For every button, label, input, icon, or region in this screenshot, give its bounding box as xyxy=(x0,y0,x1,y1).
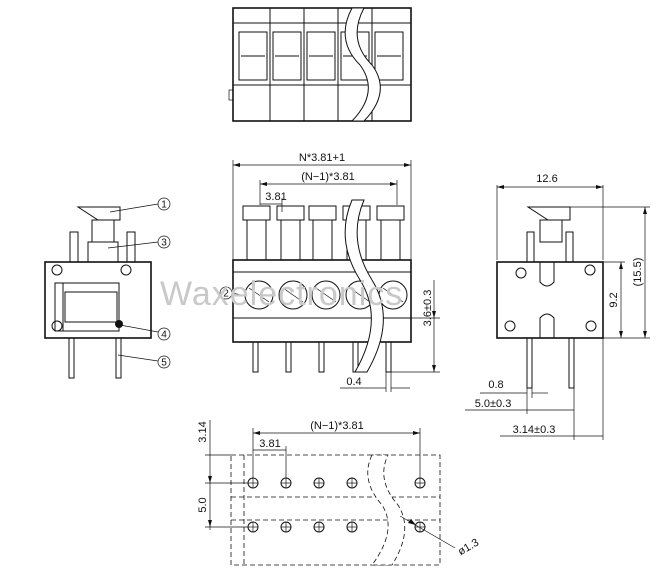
side-view-left xyxy=(44,206,152,379)
pcb-holes xyxy=(247,477,426,533)
dim-row-spacing-side: 5.0±0.3 xyxy=(475,398,512,410)
dim-pitch-span: (N−1)*3.81 xyxy=(301,171,355,183)
dim-pcb-pitch: 3.81 xyxy=(259,438,280,450)
dim-pcb-row-spacing: 5.0 xyxy=(197,497,209,512)
callout-group: 1 3 4 5 2 xyxy=(107,197,247,369)
dim-pitch: 3.81 xyxy=(265,191,286,203)
dim-pin-length: 3.6±0.3 xyxy=(422,290,434,327)
callout-5: 5 xyxy=(161,358,167,369)
break-line-pcb xyxy=(367,454,406,566)
dim-pin-thickness: 0.4 xyxy=(346,376,361,388)
side-view-right xyxy=(465,185,650,440)
top-view xyxy=(228,7,412,122)
dim-overall-height: (15.5) xyxy=(632,258,644,287)
callout-1: 1 xyxy=(161,200,167,211)
front-view xyxy=(232,160,440,392)
top-view-cells xyxy=(238,8,404,121)
break-line-front xyxy=(344,199,384,373)
dim-pin-width: 0.8 xyxy=(488,379,503,391)
dim-pcb-edge: 3.14 xyxy=(197,421,209,442)
dim-total-length: N*3.81+1 xyxy=(299,152,345,164)
break-line-top xyxy=(344,7,381,122)
dimension-labels: N*3.81+1 (N−1)*3.81 3.81 3.6±0.3 0.4 12.… xyxy=(197,152,644,558)
callout-3: 3 xyxy=(161,238,167,249)
dim-pcb-pitch-span: (N−1)*3.81 xyxy=(310,420,364,432)
callout-4: 4 xyxy=(161,330,167,341)
dim-width: 12.6 xyxy=(536,173,557,185)
front-view-pins xyxy=(252,341,392,373)
dim-body-height: 9.2 xyxy=(608,292,620,307)
pcb-layout xyxy=(205,420,456,566)
front-view-wire-holes xyxy=(244,280,408,310)
dim-hole-diameter: ø1.3 xyxy=(456,537,481,558)
dim-edge-offset-side: 3.14±0.3 xyxy=(513,424,556,436)
watermark: Waxelectronics xyxy=(160,275,403,313)
callout-2: 2 xyxy=(223,289,229,300)
